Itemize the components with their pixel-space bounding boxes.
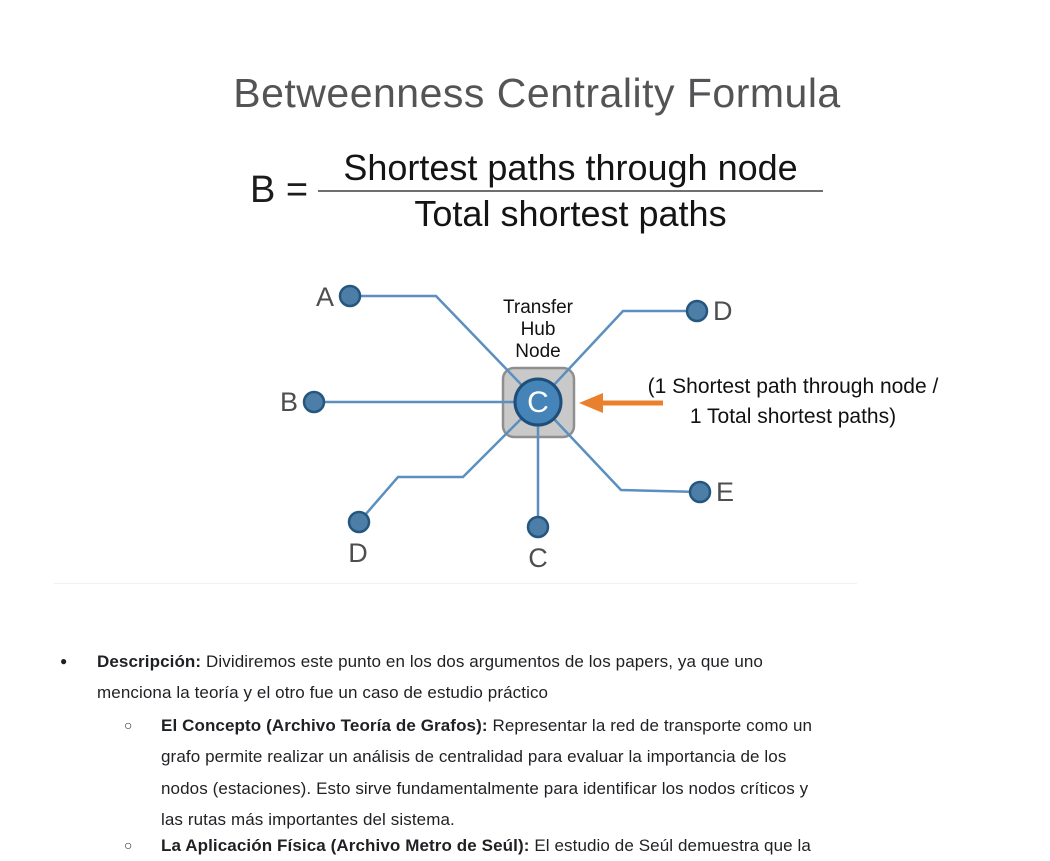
- node-a: [338, 284, 362, 308]
- node-e-label: E: [716, 477, 734, 507]
- network-diagram: Transfer Hub Node C A B D D C E (1 Short…: [280, 282, 939, 573]
- hub-caption-line1: Transfer: [503, 297, 574, 318]
- node-d-top-label: D: [713, 296, 733, 326]
- bullet-descripcion-text: Descripción: Dividiremos este punto en l…: [97, 652, 763, 703]
- bullet-el-concepto[interactable]: ○ El Concepto (Archivo Teoría de Grafos)…: [124, 710, 1034, 836]
- hub-caption-line3: Node: [515, 341, 560, 362]
- hub-letter: C: [527, 386, 549, 419]
- annotation-line2: 1 Total shortest paths): [690, 405, 896, 428]
- node-c-bottom-label: C: [528, 543, 548, 573]
- bullet-open-icon: ○: [124, 717, 133, 733]
- node-d-top: [685, 299, 709, 323]
- hub-circle: [513, 377, 563, 427]
- bullet-filled-icon: ●: [60, 654, 68, 668]
- image-bottom-edge: [54, 583, 857, 584]
- bullet-la-aplicacion[interactable]: ○ La Aplicación Física (Archivo Metro de…: [124, 830, 1034, 861]
- bullet-open-icon: ○: [124, 837, 133, 853]
- arrow-icon: [579, 393, 663, 413]
- formula-denominator: Total shortest paths: [414, 193, 727, 234]
- bullet-descripcion[interactable]: ● Descripción: Dividiremos este punto en…: [60, 646, 1010, 709]
- node-e: [688, 480, 712, 504]
- bullet-el-concepto-text: El Concepto (Archivo Teoría de Grafos): …: [161, 716, 813, 830]
- annotation-line1: (1 Shortest path through node /: [648, 375, 939, 398]
- node-c-bottom: [526, 515, 550, 539]
- edge-e-hub: [537, 401, 701, 494]
- node-b-label: B: [280, 387, 298, 417]
- edge-dtop-hub: [537, 309, 697, 403]
- node-a-label: A: [316, 282, 334, 312]
- formula-fraction: Shortest paths through node Total shorte…: [318, 146, 823, 236]
- page-title: Betweenness Centrality Formula: [233, 70, 841, 116]
- edge-dbottom-hub: [358, 401, 539, 523]
- bullet-la-aplicacion-text: La Aplicación Física (Archivo Metro de S…: [161, 836, 811, 855]
- formula-lhs: B =: [250, 169, 309, 211]
- node-d-bottom-label: D: [348, 538, 368, 568]
- nodes: [302, 284, 712, 539]
- edges: [314, 294, 701, 527]
- formula-numerator: Shortest paths through node: [343, 147, 798, 188]
- fraction-bar: [318, 190, 823, 192]
- hub-caption-line2: Hub: [521, 319, 556, 340]
- node-d-bottom: [347, 510, 371, 534]
- node-b: [302, 390, 326, 414]
- edge-a-hub: [350, 294, 539, 403]
